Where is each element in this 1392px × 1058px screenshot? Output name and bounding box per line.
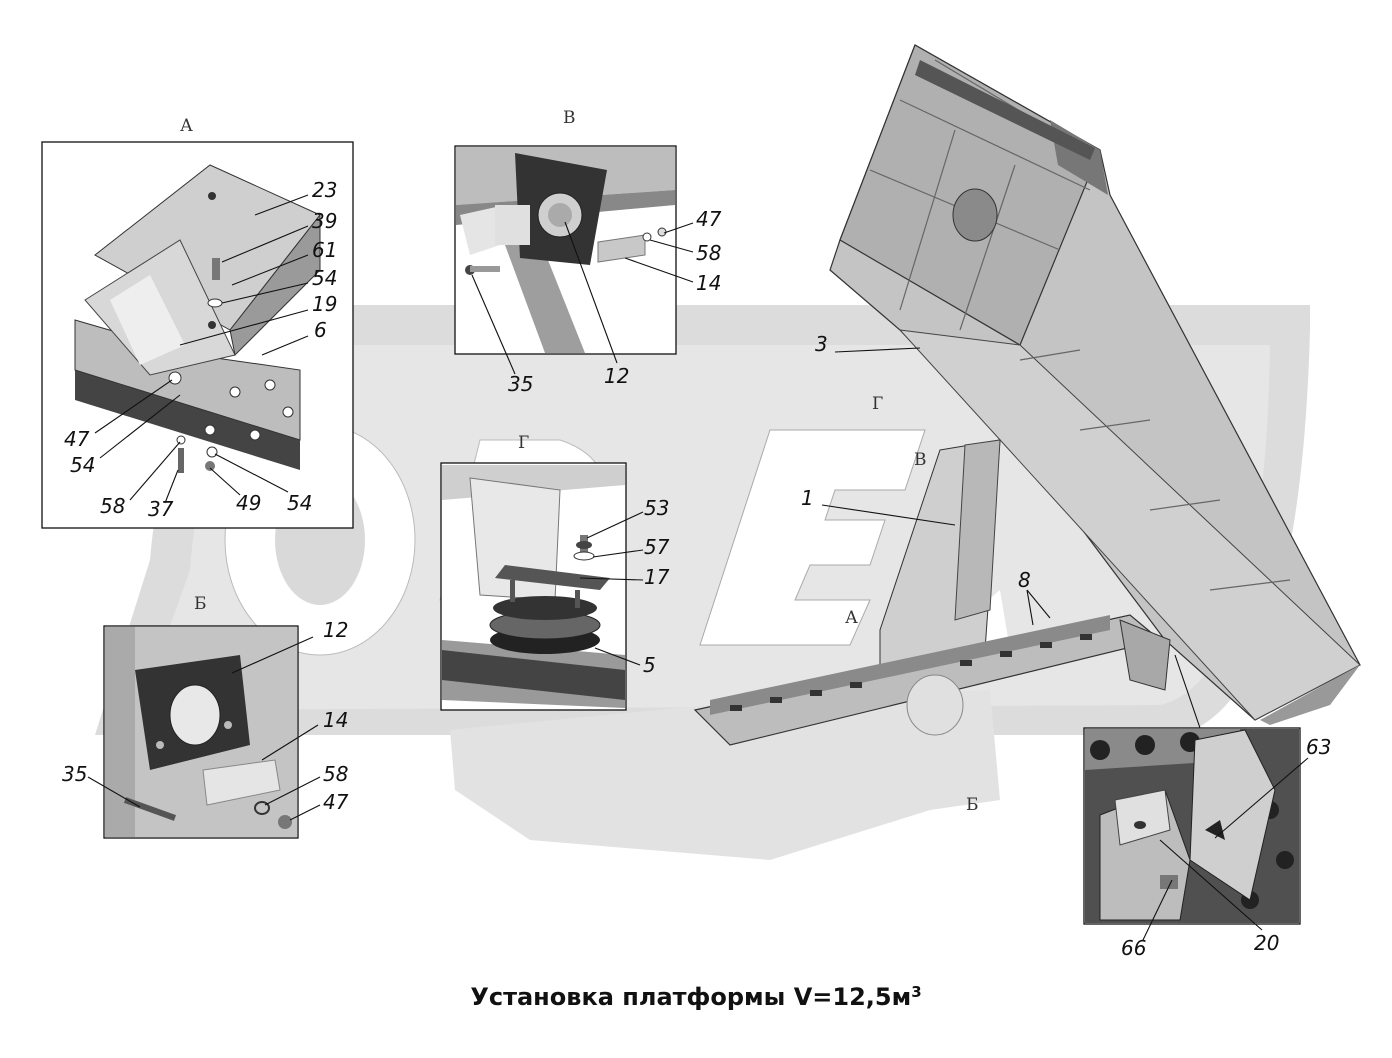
detail-callout-63: 63	[1306, 735, 1331, 759]
view-marker-v: В	[914, 450, 927, 470]
view-g-drawing	[442, 465, 625, 708]
view-b-callout-47: 47	[323, 790, 349, 814]
view-a-callout-54c: 54	[287, 491, 312, 515]
view-a-callout-61: 61	[312, 238, 337, 262]
view-marker-g: Г	[872, 394, 883, 414]
view-v: В 47 58 14 12 35	[454, 108, 722, 396]
view-a-callout-19: 19	[312, 292, 337, 316]
view-v-callout-14: 14	[696, 271, 721, 295]
view-a-callout-49: 49	[236, 491, 261, 515]
view-b-callout-58: 58	[323, 762, 348, 786]
view-a-callout-54b: 54	[70, 453, 95, 477]
drawing-title-superscript: 3	[911, 983, 922, 1001]
view-detail-drawing	[1085, 729, 1299, 923]
view-a-callout-54: 54	[312, 266, 337, 290]
view-v-drawing	[456, 147, 675, 353]
view-b-callout-12: 12	[323, 618, 348, 642]
view-v-callout-35: 35	[508, 372, 533, 396]
view-a: А	[41, 116, 354, 529]
main-callouts: 3 1 8 Г В А Б	[801, 332, 1201, 815]
view-b-leaders	[87, 636, 321, 821]
callout-1: 1	[801, 486, 814, 510]
drawing-title-text: Установка платформы V=12,5м	[470, 983, 912, 1011]
view-a-callout-6: 6	[314, 318, 327, 342]
view-a-drawing	[74, 164, 321, 473]
view-a-callout-39: 39	[312, 209, 337, 233]
view-g: Г 53 57 17 5	[440, 433, 670, 711]
detail-callout-66: 66	[1121, 936, 1146, 960]
view-b: Б 12 14 35 58 47	[62, 594, 349, 839]
view-a-callout-47: 47	[64, 427, 90, 451]
view-detail-leaders	[1142, 757, 1309, 941]
view-g-letter: Г	[518, 433, 529, 453]
view-b-drawing	[105, 627, 297, 837]
view-g-callout-17: 17	[644, 565, 670, 589]
view-a-callout-58: 58	[100, 494, 125, 518]
view-v-letter: В	[563, 108, 576, 128]
view-a-callout-23: 23	[312, 178, 337, 202]
callout-8: 8	[1018, 568, 1031, 592]
view-detail: 63 20 66	[1083, 727, 1331, 960]
view-v-callout-58: 58	[696, 241, 721, 265]
view-b-letter: Б	[194, 594, 207, 614]
view-g-leaders	[579, 511, 644, 666]
view-v-leaders	[471, 221, 694, 375]
callout-3: 3	[815, 332, 828, 356]
drawing-title: Установка платформы V=12,5м3	[0, 983, 1392, 1011]
view-v-callout-12: 12	[604, 364, 629, 388]
view-g-callout-57: 57	[644, 535, 670, 559]
view-a-letter: А	[180, 116, 193, 136]
view-b-callout-14: 14	[323, 708, 348, 732]
detail-leader	[1174, 654, 1201, 729]
view-marker-b: Б	[966, 795, 979, 815]
view-g-callout-5: 5	[643, 653, 656, 677]
view-b-callout-35: 35	[62, 762, 87, 786]
view-g-callout-53: 53	[644, 496, 669, 520]
view-a-callout-37: 37	[148, 497, 174, 521]
view-a-leaders	[94, 194, 309, 504]
dump-body	[693, 44, 1361, 746]
detail-callout-20: 20	[1254, 931, 1279, 955]
view-v-callout-47: 47	[696, 207, 722, 231]
view-marker-a: А	[845, 608, 858, 628]
